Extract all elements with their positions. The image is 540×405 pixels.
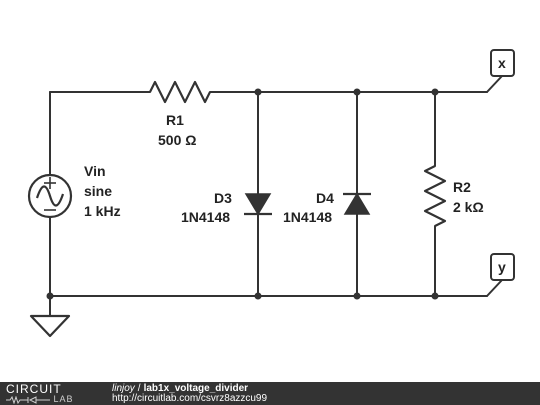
footer-bar: CIRCUIT LAB linjoy/lab1x_voltage_divider… [0,382,540,405]
voltage-source-vin[interactable] [27,173,73,219]
r2-value-label: 2 kΩ [453,199,484,215]
port-y[interactable]: y [486,253,515,297]
vin-freq-label: 1 kHz [84,203,121,219]
logo-brand-top: CIRCUIT [6,382,62,396]
footer-author-link[interactable]: linjoy [112,383,135,394]
resistor-r2-icon [423,165,447,227]
r1-name-label: R1 [166,112,184,128]
resistor-r2[interactable] [423,91,447,297]
footer-url-link[interactable]: http://circuitlab.com/csvrz8azzcu99 [112,393,268,404]
d3-part-label: 1N4148 [181,209,230,225]
port-x-box [490,49,515,77]
top-wire [49,91,488,176]
r1-value-label: 500 Ω [158,132,196,148]
footer-title-line: linjoy/lab1x_voltage_divider [112,384,248,394]
diode-d3[interactable] [244,91,272,297]
footer-separator: / [137,383,141,394]
logo-wave-icon [6,395,50,405]
d4-part-label: 1N4148 [283,209,332,225]
d3-name-label: D3 [214,190,232,206]
circuit-schematic: Vin sine 1 kHz R1 500 Ω D3 1N4148 D4 1N4… [27,49,515,338]
source-circle [27,173,73,219]
diode-d3-icon [244,193,272,216]
resistor-r1-icon [149,80,211,104]
ground-icon [29,314,71,338]
diode-d4-icon [343,192,371,215]
footer-circuit-title[interactable]: lab1x_voltage_divider [143,383,249,394]
port-y-box [490,253,515,281]
sine-wave-icon [35,185,65,207]
vin-wave-label: sine [84,183,112,199]
bottom-wire [49,217,488,297]
r2-name-label: R2 [453,179,471,195]
logo-brand-bottom: LAB [53,394,74,404]
circuitlab-logo[interactable]: CIRCUIT LAB [6,382,98,405]
port-y-label: y [498,259,506,275]
port-x[interactable]: x [486,49,515,93]
ground-symbol [29,295,71,338]
resistor-r1[interactable] [149,80,211,104]
vin-name-label: Vin [84,163,106,179]
logo-brand-bottom-row: LAB [6,394,74,405]
d4-name-label: D4 [316,190,334,206]
port-x-label: x [498,55,506,71]
diode-d4[interactable] [343,91,371,297]
